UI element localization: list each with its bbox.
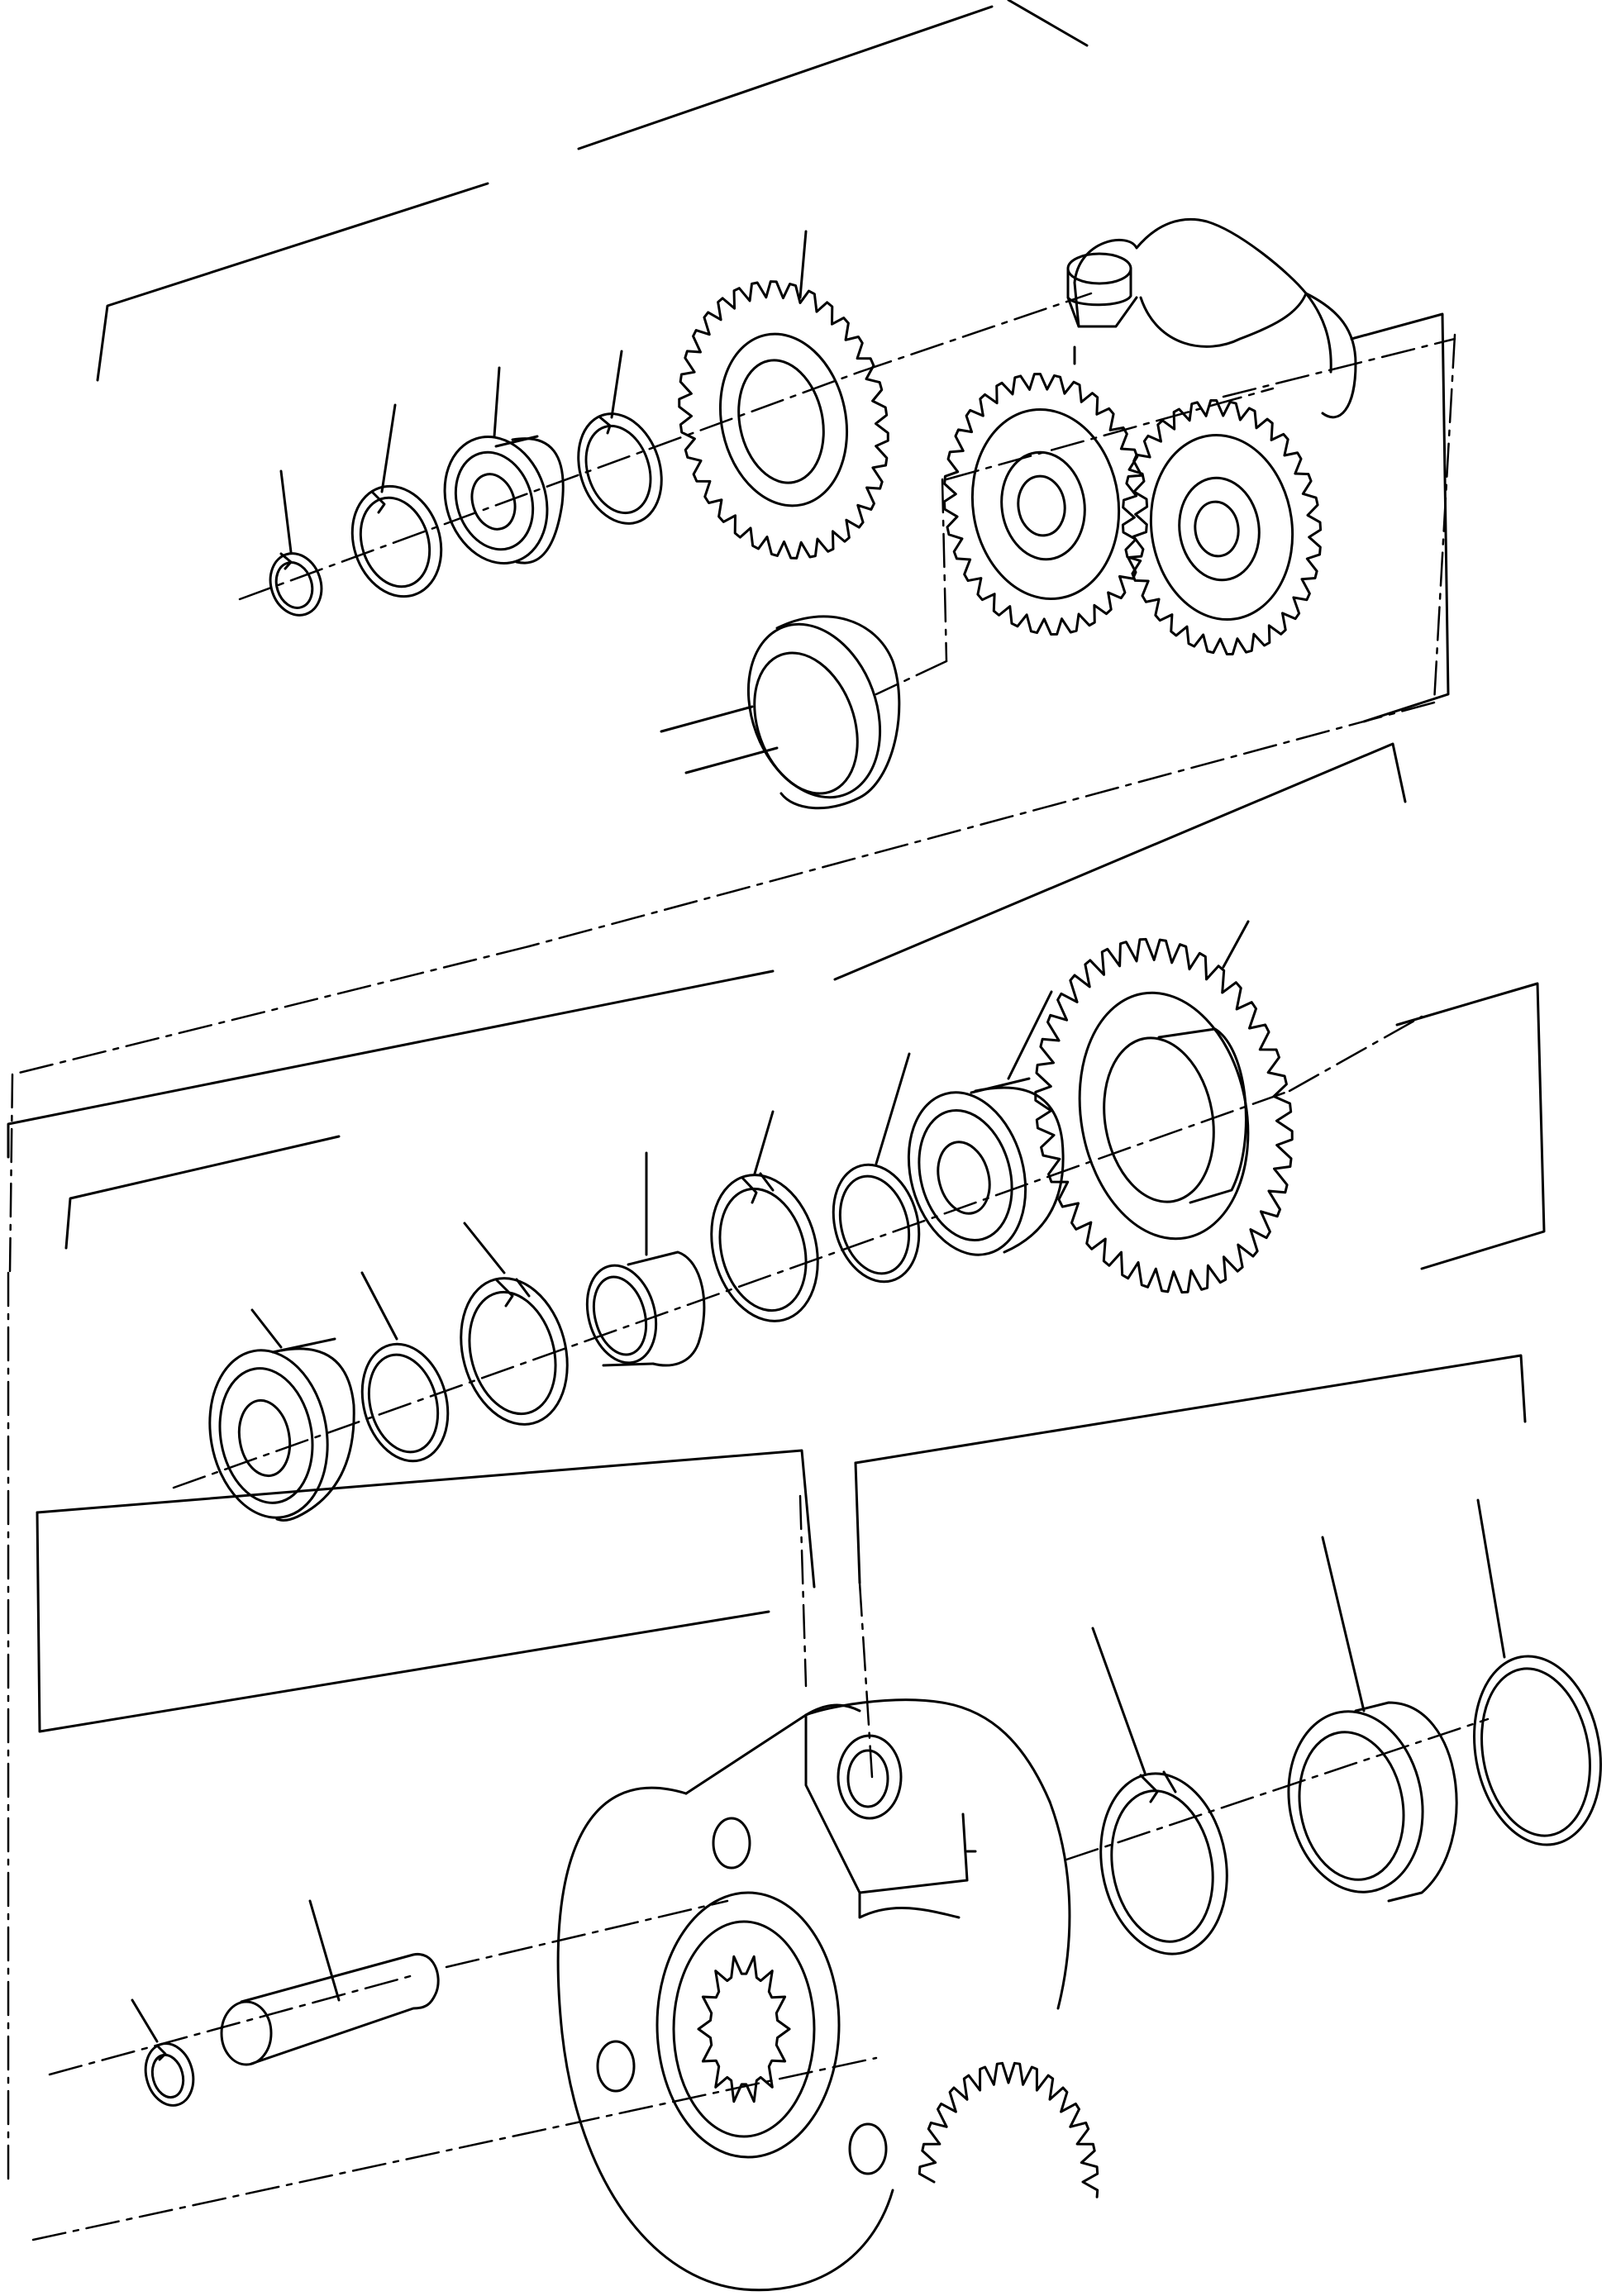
planet-carrier-housing — [556, 1698, 1099, 2292]
large-gear — [1034, 920, 1294, 1294]
retaining-ring-upper — [350, 403, 443, 598]
large-gear-teeth — [1034, 937, 1294, 1294]
snap-ring-pin — [131, 1998, 195, 2107]
gear-tooth-ring — [678, 280, 889, 560]
middle-gear-assembly — [208, 920, 1294, 1522]
bearing-cup — [1287, 1536, 1458, 1903]
o-ring-seal — [1472, 1498, 1603, 1846]
assembly-brackets — [7, 0, 1546, 1733]
shim-washer-left — [360, 1271, 450, 1463]
bearing-upper — [443, 366, 565, 564]
retaining-ring-left — [460, 1222, 569, 1426]
snap-ring-small-upper — [269, 469, 323, 617]
idler-gear-teeth — [678, 280, 889, 560]
shim-washer-right — [832, 1052, 921, 1284]
retaining-ring-lower — [1091, 1627, 1228, 1955]
housing-planet-gear-teeth — [918, 2061, 1099, 2198]
pin — [220, 1899, 440, 2066]
lower-housing-assembly — [131, 1498, 1603, 2292]
bushing-sleeve — [585, 1151, 706, 1367]
gear-tooth-ring — [1034, 937, 1294, 1294]
gear-tooth-ring — [918, 2061, 1099, 2198]
twin-gear-right — [1121, 398, 1323, 656]
snap-ring-upper — [577, 350, 663, 525]
bearing-left — [208, 1308, 355, 1522]
carrier-bracket-with-shaft — [1066, 217, 1357, 419]
idler-gear-upper — [678, 230, 889, 560]
gear-tooth-ring — [942, 372, 1149, 636]
seal-cup — [660, 615, 901, 810]
gear-tooth-ring — [697, 1955, 791, 2103]
bearing-right — [907, 990, 1065, 1256]
center-axis-lines — [7, 292, 1490, 2241]
housing-internal-spline — [697, 1955, 791, 2103]
twin-gear-left — [942, 372, 1149, 636]
twin-gear-right-teeth — [1121, 398, 1323, 656]
retaining-ring-right — [710, 1110, 819, 1322]
gear-tooth-ring — [1121, 398, 1323, 656]
upper-gear-assembly — [269, 217, 1357, 810]
twin-gear-left-teeth — [942, 372, 1149, 636]
